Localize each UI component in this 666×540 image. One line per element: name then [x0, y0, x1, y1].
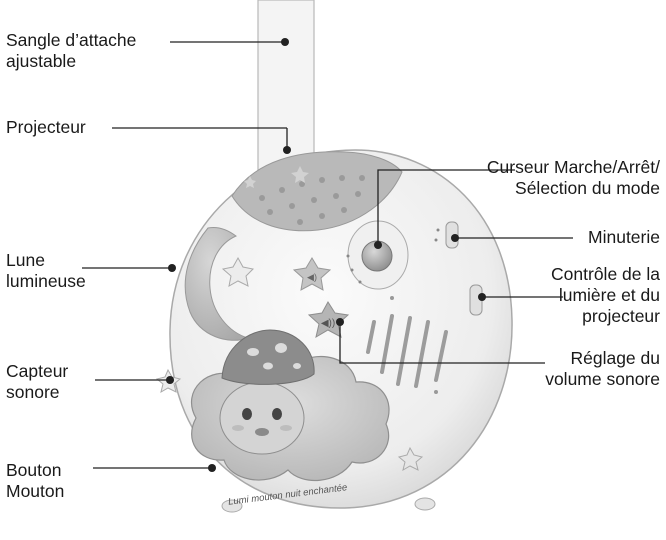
label-sound-sensor: Capteur sonore: [6, 361, 68, 403]
label-projector: Projecteur: [6, 117, 86, 138]
label-volume-control: Réglage du volume sonore: [545, 348, 660, 390]
label-timer: Minuterie: [588, 227, 660, 248]
svg-text:◀)): ◀)): [321, 318, 335, 329]
label-light-projector-control: Contrôle de la lumière et du projecteur: [551, 264, 660, 327]
label-glowing-moon: Lune lumineuse: [6, 250, 86, 292]
svg-text:◀): ◀): [307, 272, 317, 282]
adjustable-strap[interactable]: [258, 0, 314, 170]
label-sheep-button: Bouton Mouton: [6, 460, 64, 502]
label-power-mode-slider: Curseur Marche/Arrêt/ Sélection du mode: [487, 157, 660, 199]
label-adjustable-strap: Sangle d’attache ajustable: [6, 30, 136, 72]
